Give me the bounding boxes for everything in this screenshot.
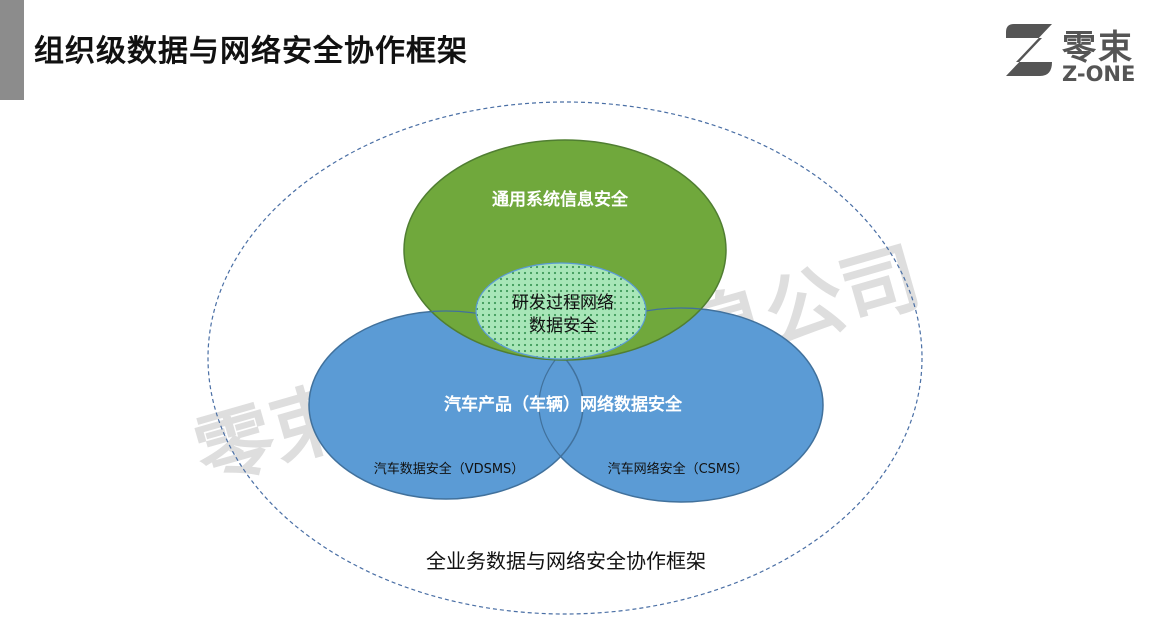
top-circle-label: 通用系统信息安全 xyxy=(492,189,629,210)
z-logo-icon xyxy=(1006,24,1052,76)
circle-right-outline-in-top xyxy=(538,307,726,360)
left-sub-label: 汽车数据安全（VDSMS） xyxy=(374,461,525,477)
circle-left-outline-in-top xyxy=(404,310,584,360)
center-label-line2: 数据安全 xyxy=(529,316,597,336)
outer-framework-boundary xyxy=(207,101,923,615)
center-rd-security-region xyxy=(475,262,647,360)
center-label-line1: 研发过程网络 xyxy=(512,293,614,313)
outer-framework-label: 全业务数据与网络安全协作框架 xyxy=(426,549,706,573)
page-title: 组织级数据与网络安全协作框架 xyxy=(34,34,468,69)
bottom-label: 汽车产品（车辆）网络数据安全 xyxy=(444,394,683,415)
company-logo: 零束 Z-ONE xyxy=(1000,18,1150,88)
logo-text-en: Z-ONE xyxy=(1062,62,1136,86)
circle-overlap-outline xyxy=(538,311,583,499)
right-sub-label: 汽车网络安全（CSMS） xyxy=(608,461,749,477)
title-accent-bar xyxy=(0,0,24,100)
logo-text-cn: 零束 xyxy=(1062,28,1134,68)
